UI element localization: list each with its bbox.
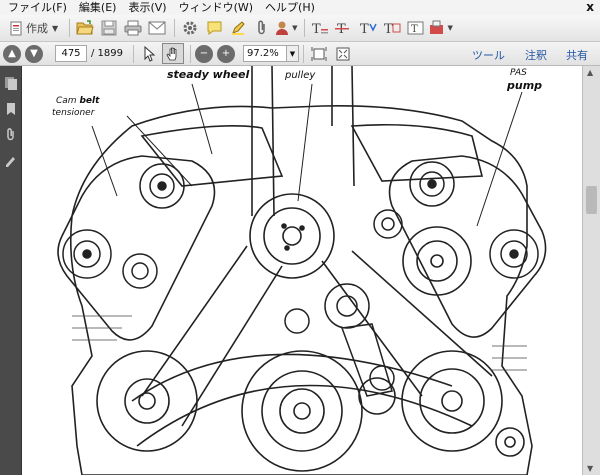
settings-button[interactable]: [179, 18, 201, 39]
text-edit-icon: T: [312, 22, 328, 36]
vertical-scrollbar[interactable]: ▲ ▼: [582, 66, 600, 475]
comment-panel-button[interactable]: 注釈: [525, 49, 547, 62]
navigation-toolbar: ▲ ▼ 475 / 1899 − + 97.2% ▼ ツール 注釈 共有: [0, 42, 600, 66]
menu-file[interactable]: ファイル(F): [8, 1, 67, 14]
label-cam-belt: Cam belt: [56, 96, 99, 106]
full-screen-button[interactable]: [332, 43, 354, 64]
toolbar-divider: [133, 44, 134, 63]
hand-icon: [165, 47, 176, 60]
page-total: / 1899: [91, 48, 123, 59]
label-steady-wheel: steady wheel: [167, 68, 250, 81]
select-tool-button[interactable]: [138, 43, 160, 64]
text-box-button[interactable]: T: [405, 18, 427, 39]
label-pas: PAS: [510, 68, 527, 78]
bookmark-icon[interactable]: [4, 102, 18, 116]
arrow-up-icon: ▲: [8, 48, 16, 59]
attach-button[interactable]: [251, 18, 273, 39]
label-pulley: pulley: [285, 70, 316, 81]
share-panel-button[interactable]: 共有: [566, 49, 588, 62]
text-box-icon: T: [407, 21, 424, 35]
next-page-button[interactable]: ▼: [25, 44, 43, 63]
label-tensioner: tensioner: [52, 108, 95, 118]
scroll-thumb[interactable]: [586, 186, 597, 214]
text-insert-button[interactable]: T: [357, 18, 379, 39]
zoom-out-button[interactable]: −: [195, 44, 213, 63]
text-strike-button[interactable]: T: [333, 18, 355, 39]
chevron-down-icon: ▼: [289, 49, 296, 58]
label-belt: belt: [79, 96, 100, 106]
label-cam: Cam: [56, 96, 77, 106]
save-button[interactable]: [98, 18, 120, 39]
tools-panel-button[interactable]: ツール: [472, 49, 505, 62]
close-document-button[interactable]: x: [586, 0, 594, 14]
toolbar-divider: [69, 19, 71, 37]
zoom-in-button[interactable]: +: [217, 44, 235, 63]
full-screen-icon: [336, 47, 350, 60]
scroll-up-icon[interactable]: ▲: [587, 68, 594, 77]
menu-bar: ファイル(F) 編集(E) 表示(V) ウィンドウ(W) ヘルプ(H) x: [0, 0, 600, 15]
text-edit-button[interactable]: T: [309, 18, 331, 39]
folder-open-icon: [76, 20, 94, 35]
menu-help[interactable]: ヘルプ(H): [265, 1, 315, 14]
print-button[interactable]: [122, 18, 144, 39]
toolbar-divider: [190, 44, 191, 63]
highlight-button[interactable]: [227, 18, 249, 39]
comment-icon: [207, 21, 222, 35]
svg-text:T: T: [360, 22, 369, 36]
toolbar-divider: [174, 19, 176, 37]
stamp-button[interactable]: ▼: [429, 18, 453, 39]
create-button[interactable]: 作成 ▼: [4, 18, 63, 39]
fit-width-icon: [311, 46, 327, 61]
label-pump: pump: [507, 79, 543, 92]
paperclip-icon[interactable]: [4, 128, 18, 142]
toolbar-divider: [303, 19, 305, 37]
text-replace-button[interactable]: T: [381, 18, 403, 39]
zoom-level-input[interactable]: 97.2%: [243, 45, 287, 62]
open-button[interactable]: [74, 18, 96, 39]
create-pdf-icon: [10, 21, 22, 35]
page-thumbnails-icon[interactable]: [4, 76, 18, 90]
text-replace-icon: T: [384, 22, 401, 36]
prev-page-button[interactable]: ▲: [3, 44, 21, 63]
user-button[interactable]: ▼: [275, 18, 298, 39]
svg-text:T: T: [384, 22, 393, 36]
email-button[interactable]: [146, 18, 168, 39]
signature-icon[interactable]: [4, 154, 18, 168]
arrow-down-icon: ▼: [30, 48, 38, 59]
scroll-down-icon[interactable]: ▼: [587, 464, 594, 473]
plus-icon: +: [221, 48, 231, 59]
toolbar-divider: [303, 44, 304, 63]
menu-edit[interactable]: 編集(E): [78, 1, 117, 14]
svg-text:T: T: [411, 24, 418, 35]
engine-belt-diagram: [57, 66, 547, 475]
save-icon: [101, 20, 117, 36]
user-icon: [276, 21, 289, 35]
fit-page-button[interactable]: [308, 43, 330, 64]
pen-icon: [232, 21, 245, 35]
print-icon: [124, 20, 142, 36]
navigation-sidebar: [0, 66, 22, 475]
text-insert-icon: T: [360, 22, 377, 36]
chevron-down-icon: ▼: [52, 23, 59, 33]
chevron-down-icon: ▼: [292, 24, 298, 32]
paperclip-icon: [258, 20, 265, 35]
main-toolbar: 作成 ▼ ▼ T T T T T ▼: [0, 15, 600, 42]
menu-window[interactable]: ウィンドウ(W): [178, 1, 254, 14]
menu-view[interactable]: 表示(V): [128, 1, 167, 14]
chevron-down-icon: ▼: [447, 24, 453, 32]
hand-tool-button[interactable]: [162, 43, 184, 64]
stamp-icon: [429, 20, 443, 34]
page-number-input[interactable]: 475: [55, 45, 87, 62]
gear-icon: [183, 21, 197, 35]
minus-icon: −: [199, 48, 209, 59]
email-icon: [148, 21, 166, 35]
document-page: steady wheel pulley Cam belt tensioner P…: [22, 66, 582, 475]
document-view[interactable]: steady wheel pulley Cam belt tensioner P…: [22, 66, 600, 475]
create-button-label: 作成: [26, 22, 48, 35]
zoom-dropdown-button[interactable]: ▼: [287, 45, 299, 62]
comment-button[interactable]: [203, 18, 225, 39]
svg-text:T: T: [312, 22, 321, 36]
cursor-arrow-icon: [144, 45, 156, 62]
text-strikethrough-icon: T: [334, 22, 349, 36]
